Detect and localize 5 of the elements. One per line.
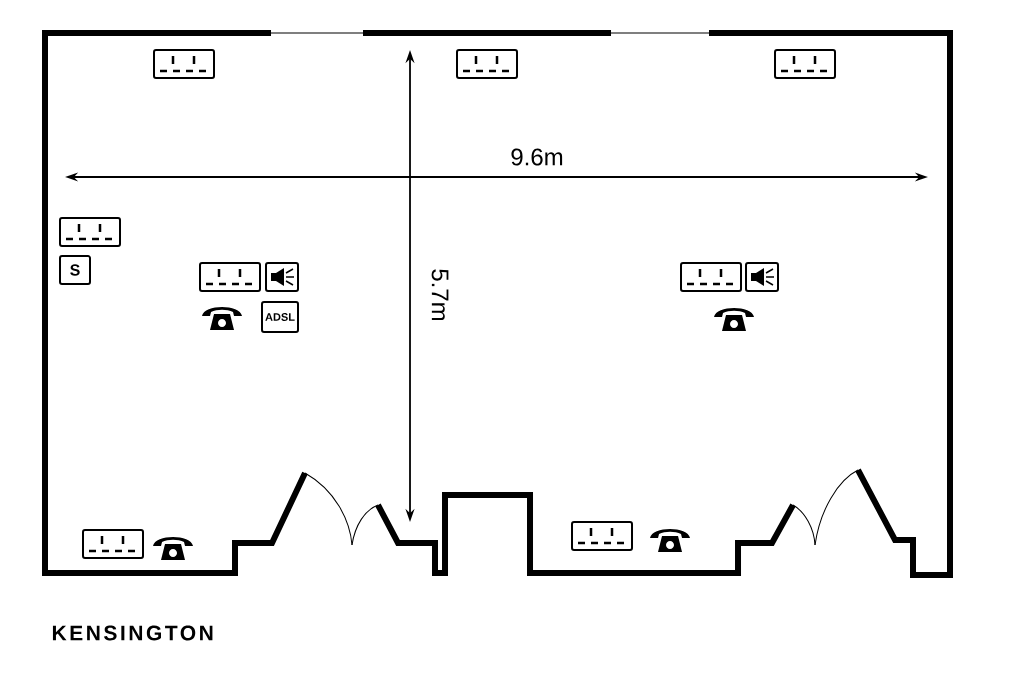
dimension-label: 5.7m xyxy=(431,269,449,321)
dimension-label: 9.6m xyxy=(511,148,563,166)
room-title: KENSINGTON xyxy=(52,625,213,641)
symbol-box: S xyxy=(59,255,91,285)
symbol-box: ADSL xyxy=(261,301,299,333)
